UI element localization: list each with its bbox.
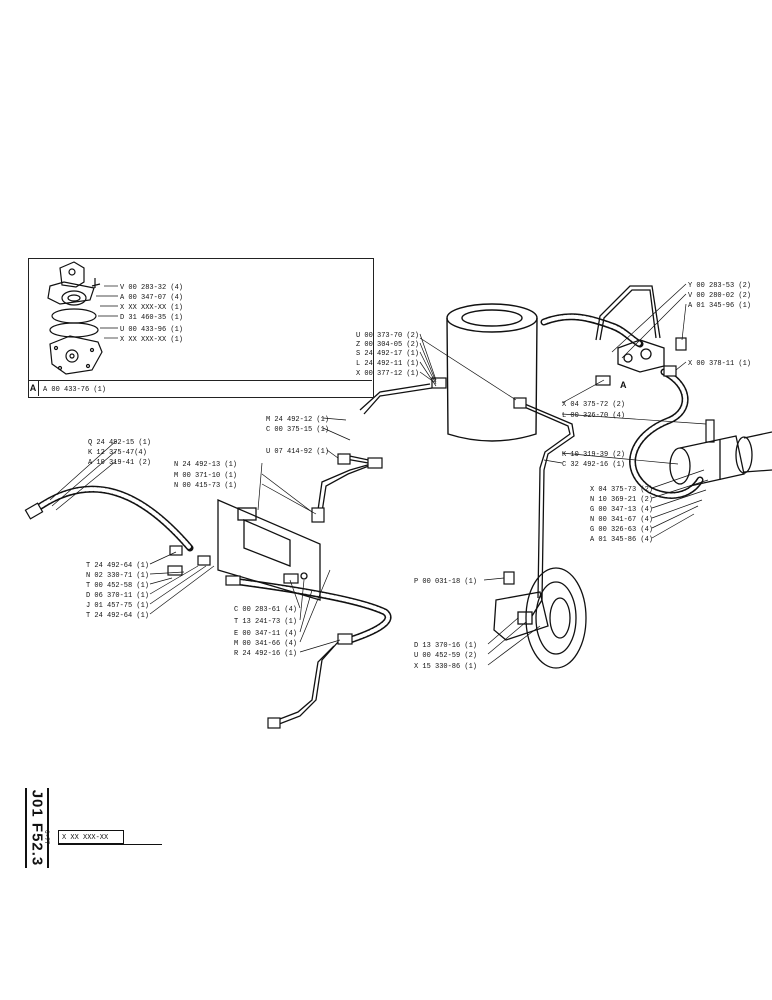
inset-key: A: [28, 381, 39, 396]
part-callout: G 00 326-63 (4): [590, 526, 653, 534]
part-callout: D 06 370-11 (1): [86, 592, 149, 600]
braided-hoses: [31, 313, 704, 644]
drawing-date: 6-77: [43, 830, 50, 845]
part-callout: T 00 452-58 (1): [86, 582, 149, 590]
callouts-pump: D 13 370-16 (1) U 00 452-59 (2) X 15 330…: [414, 642, 477, 671]
part-callout: U 00 452-59 (2): [414, 652, 477, 660]
part-callout: K 10 319-39 (2): [562, 451, 625, 459]
part-callout: X 04 375-72 (2): [562, 401, 625, 409]
part-callout: M 00 371-10 (1): [174, 472, 237, 480]
part-callout: M 00 341-66 (4): [234, 640, 297, 648]
callouts-tank: U 00 373-70 (2) Z 00 304-05 (2) S 24 492…: [356, 332, 419, 378]
part-callout: K 12 375-47(4): [88, 449, 147, 457]
part-callout: U 07 414-92 (1): [266, 448, 329, 456]
part-callout: N 00 415-73 (1): [174, 482, 237, 490]
reference-box: X XX XXX-XX: [58, 830, 124, 844]
inset-detail-a: [47, 261, 103, 375]
part-callout: G 00 347-13 (4): [590, 506, 653, 514]
part-callout: A 01 345-96 (1): [688, 302, 751, 310]
part-callout: D 13 370-16 (1): [414, 642, 477, 650]
inset-leader-lines: [96, 285, 118, 339]
pump-wheel: [493, 567, 587, 669]
part-callout: L 00 326-70 (4): [562, 412, 625, 420]
part-callout: T 24 492-64 (1): [86, 562, 149, 570]
mounting-plate: [217, 499, 321, 601]
brake-cylinder: [669, 431, 772, 487]
callouts-center-bottom: C 00 283-61 (4) T 13 241-73 (1) E 00 347…: [234, 606, 297, 658]
part-callout: P 00 031-18 (1): [414, 578, 477, 586]
callouts-left-lower: T 24 492-64 (1) N 02 330-71 (1) T 00 452…: [86, 562, 149, 620]
part-callout: C 00 283-61 (4): [234, 606, 297, 614]
inset-caption: A A 00 433-76 (1): [28, 380, 372, 396]
detail-marker: A: [620, 380, 627, 390]
callouts-right-lower: X 04 375-73 (2) N 10 369-21 (2) G 00 347…: [590, 486, 653, 544]
part-callout: S 24 492-17 (1): [356, 350, 419, 358]
part-callout: U 00 373-70 (2): [356, 332, 419, 340]
part-callout: N 02 330-71 (1): [86, 572, 149, 580]
inset-label: X XX XXX-XX (1): [120, 336, 183, 344]
drawing-code-text: J01 F52.3: [28, 789, 46, 867]
part-callout: L 24 492-11 (1): [356, 360, 419, 368]
part-callout: N 00 341-67 (4): [590, 516, 653, 524]
part-callout: T 24 492-64 (1): [86, 612, 149, 620]
part-callout: C 00 375-15 (1): [266, 426, 329, 434]
inset-label: V 00 283-32 (4): [120, 284, 183, 292]
part-callout: A 10 319-41 (2): [88, 459, 151, 467]
callouts-left: Q 24 492-15 (1) K 12 375-47(4) A 10 319-…: [88, 439, 151, 467]
part-callout: R 24 492-16 (1): [234, 650, 297, 658]
part-callout: V 00 280-02 (2): [688, 292, 751, 300]
part-callout: A 01 345-86 (4): [590, 536, 653, 544]
inset-labels: V 00 283-32 (4) A 00 347-07 (4) X XX XXX…: [120, 284, 183, 344]
drawing-code: J01 F52.3: [25, 788, 49, 868]
part-callout: Q 24 492-15 (1): [88, 439, 151, 447]
part-callout: T 13 241-73 (1): [234, 618, 297, 626]
callouts-right-mid: X 04 375-72 (2) L 00 326-70 (4) K 10 319…: [562, 401, 625, 469]
part-callout: C 32 492-16 (1): [562, 461, 625, 469]
callouts-center-mid: N 24 492-13 (1) M 00 371-10 (1) N 00 415…: [174, 461, 237, 490]
part-callout: N 10 369-21 (2): [590, 496, 653, 504]
part-callout: M 24 492-12 (1): [266, 416, 329, 424]
callouts-right-top: Y 00 283-53 (2) V 00 280-02 (2) A 01 345…: [688, 282, 751, 368]
part-callout: E 00 347-11 (4): [234, 630, 297, 638]
part-callout: X 15 330-86 (1): [414, 663, 477, 671]
part-callout: X 00 378-11 (1): [688, 360, 751, 368]
inset-label: X XX XXX-XX (1): [120, 304, 183, 312]
leader-lines: [49, 283, 709, 666]
part-callout: X 04 375-73 (2): [590, 486, 653, 494]
inset-caption-text: A 00 433-76 (1): [43, 386, 107, 394]
part-callout: X 00 377-12 (1): [356, 370, 419, 378]
title-underline: [58, 844, 162, 845]
tank: [446, 303, 538, 442]
part-callout: Y 00 283-53 (2): [688, 282, 751, 290]
inset-label: U 00 433-96 (1): [120, 326, 183, 334]
callouts-center-top: M 24 492-12 (1) C 00 375-15 (1) U 07 414…: [266, 416, 329, 456]
part-callout: J 01 457-75 (1): [86, 602, 149, 610]
inset-label: A 00 347-07 (4): [120, 294, 183, 302]
inset-label: D 31 460-35 (1): [120, 314, 183, 322]
inset-frame: [28, 258, 374, 398]
part-callout: Z 00 304-05 (2): [356, 341, 419, 349]
part-callout: N 24 492-13 (1): [174, 461, 237, 469]
